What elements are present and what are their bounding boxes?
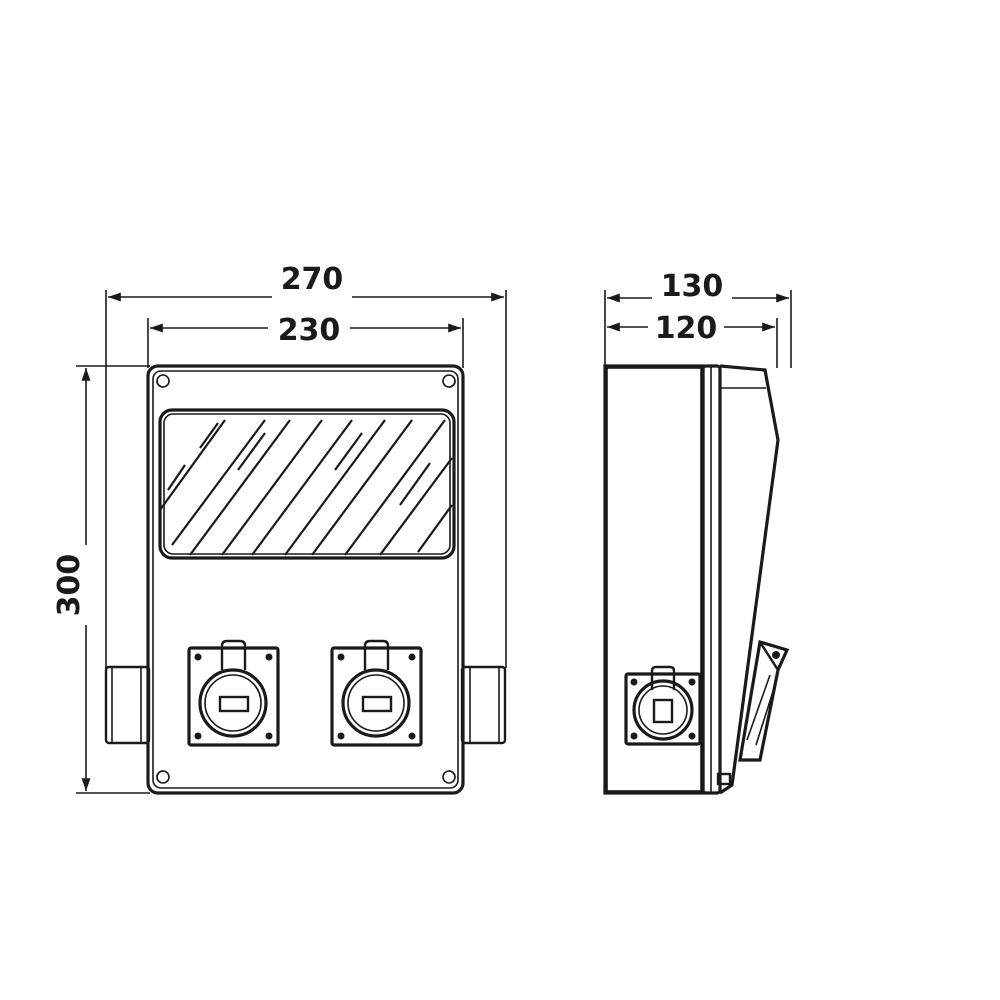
socket-outlet-2	[330, 639, 423, 747]
dimension-width-outer: 270	[105, 262, 507, 668]
dimension-depth-inner: 120	[607, 311, 778, 368]
side-socket-outlet	[624, 665, 702, 746]
dimension-label-300: 300	[52, 554, 87, 617]
dimension-width-inner: 230	[147, 313, 464, 368]
enclosure-lid-side	[701, 364, 780, 795]
right-cable-gland	[460, 665, 507, 745]
dimension-label-120: 120	[655, 311, 718, 346]
inspection-window	[158, 408, 456, 560]
corner-screws	[156, 374, 456, 784]
dimension-label-130: 130	[661, 269, 724, 304]
dimension-label-270: 270	[281, 262, 344, 297]
dimension-height: 300	[52, 365, 150, 794]
dimension-label-230: 230	[278, 313, 341, 348]
front-view: 270 230 300	[52, 262, 507, 795]
angled-socket-side	[738, 639, 790, 762]
socket-outlet-1	[187, 639, 280, 747]
left-cable-gland	[104, 665, 151, 745]
side-view: 130 120	[603, 269, 792, 795]
dimension-depth-outer: 130	[604, 269, 792, 368]
enclosure-base-side	[603, 364, 705, 795]
enclosure-body	[146, 364, 465, 795]
